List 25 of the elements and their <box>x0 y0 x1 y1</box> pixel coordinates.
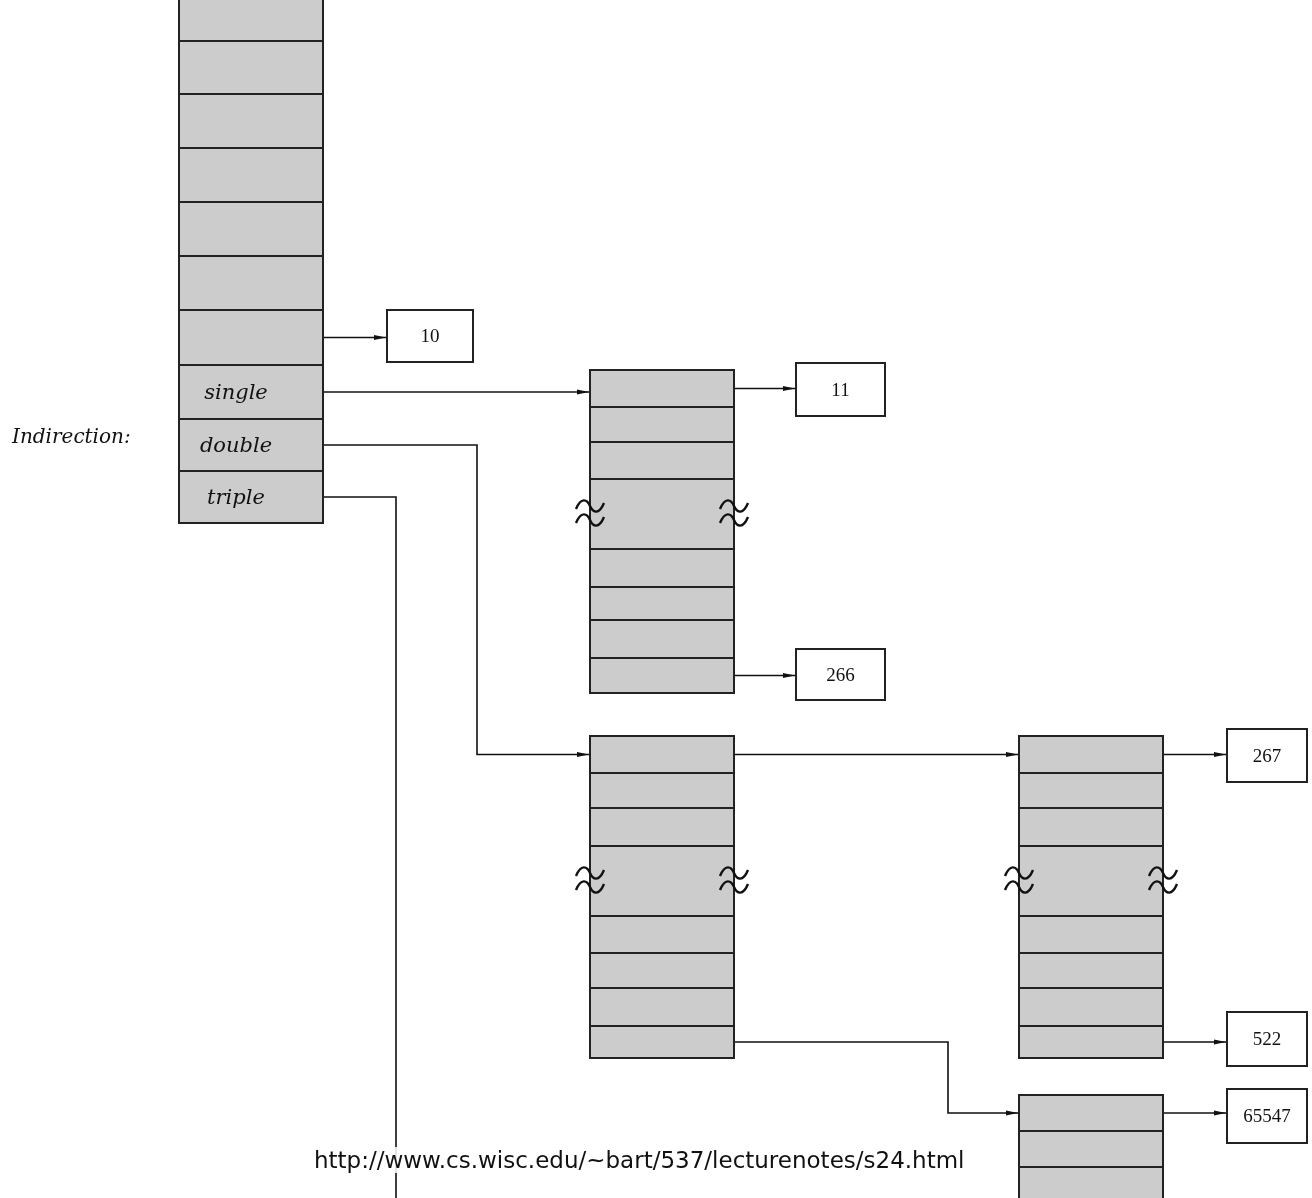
arrow <box>323 444 590 757</box>
data-block: 11 <box>795 362 886 417</box>
pointer-block <box>1018 735 1164 1059</box>
pointer-block <box>589 369 735 694</box>
arrow <box>1163 1039 1227 1045</box>
data-block: 65547 <box>1226 1088 1308 1144</box>
arrow <box>1163 1110 1227 1116</box>
pointer-block <box>1018 1094 1164 1198</box>
arrow <box>734 1041 1019 1116</box>
data-block: 266 <box>795 648 886 701</box>
data-block: 522 <box>1226 1011 1308 1067</box>
data-block: 10 <box>386 309 474 363</box>
arrow <box>323 335 387 340</box>
arrow <box>734 673 796 678</box>
arrow <box>734 386 796 391</box>
pointer-cell: single <box>180 364 322 420</box>
arrow <box>734 752 1019 757</box>
arrow <box>1163 752 1227 757</box>
arrow <box>323 389 590 395</box>
pointer-cell: triple <box>180 470 322 524</box>
data-block: 267 <box>1226 728 1308 783</box>
pointer-block <box>589 735 735 1059</box>
row-label: Indirection: <box>12 424 131 448</box>
pointer-block <box>178 0 324 524</box>
pointer-cell: double <box>180 418 322 472</box>
